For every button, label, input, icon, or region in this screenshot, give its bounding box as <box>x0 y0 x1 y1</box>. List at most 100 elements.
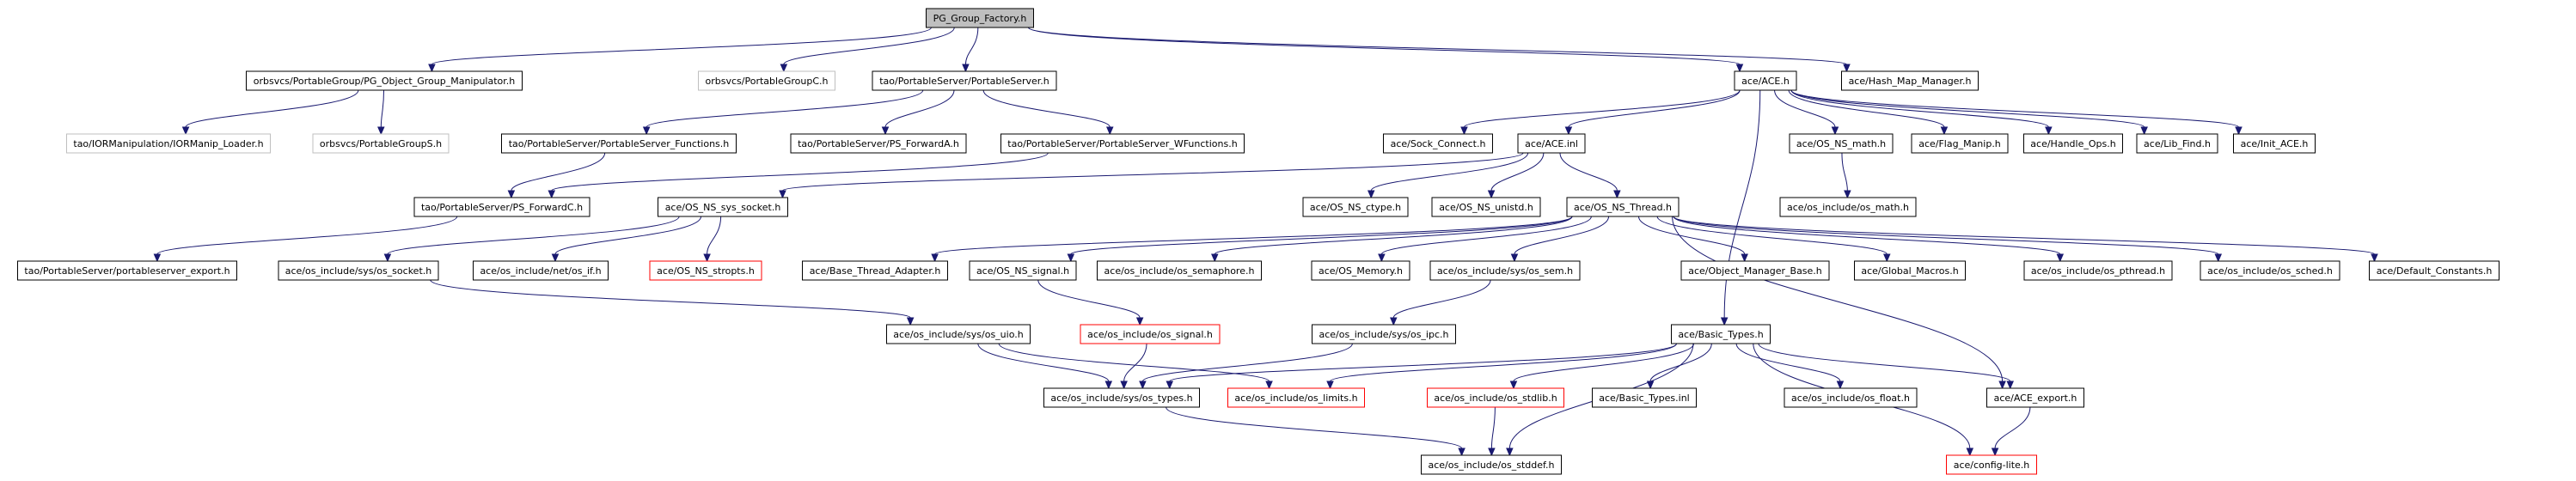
node-os-ns-ctype[interactable]: ace/OS_NS_ctype.h <box>1302 197 1409 217</box>
node-base-thread-adapter[interactable]: ace/Base_Thread_Adapter.h <box>802 260 948 281</box>
node-os-sched[interactable]: ace/os_include/os_sched.h <box>2200 260 2340 281</box>
node-sock-connect[interactable]: ace/Sock_Connect.h <box>1383 133 1493 154</box>
node-box <box>1429 260 1581 281</box>
node-sys-os-types[interactable]: ace/os_include/sys/os_types.h <box>1043 387 1200 408</box>
node-object-manager-base[interactable]: ace/Object_Manager_Base.h <box>1680 260 1830 281</box>
edge-portableserver-h-to-ps-forwarda <box>884 89 955 128</box>
node-label: ace/OS_NS_Thread.h <box>1574 202 1672 213</box>
edge-os-signal-to-sys-os-types <box>1123 343 1147 382</box>
node-basic-types-h[interactable]: ace/Basic_Types.h <box>1671 324 1771 344</box>
node-ace-inl[interactable]: ace/ACE.inl <box>1517 133 1586 154</box>
node-ace-h[interactable]: ace/ACE.h <box>1734 70 1797 91</box>
node-os-ns-math[interactable]: ace/OS_NS_math.h <box>1789 133 1894 154</box>
node-os-ns-stropts[interactable]: ace/OS_NS_stropts.h <box>649 260 762 281</box>
node-os-pthread[interactable]: ace/os_include/os_pthread.h <box>2023 260 2173 281</box>
node-ps-forwarda[interactable]: tao/PortableServer/PS_ForwardA.h <box>790 133 967 154</box>
node-os-ns-signal[interactable]: ace/OS_NS_signal.h <box>969 260 1077 281</box>
node-label: ace/os_include/os_signal.h <box>1087 329 1213 340</box>
edge-basic-types-h-to-os-limits <box>1330 343 1677 382</box>
node-sys-os-sem[interactable]: ace/os_include/sys/os_sem.h <box>1429 260 1581 281</box>
edge-os-ns-thread-to-default-constants <box>1673 216 2375 255</box>
node-pg-group-factory[interactable]: PG_Group_Factory.h <box>926 8 1034 28</box>
node-pg-object-group-manipulator[interactable]: orbsvcs/PortableGroup/PG_Object_Group_Ma… <box>246 70 523 91</box>
edge-arrowhead <box>1378 253 1386 263</box>
node-default-constants[interactable]: ace/Default_Constants.h <box>2369 260 2500 281</box>
edge-arrowhead <box>1509 381 1518 390</box>
edge-arrowhead <box>377 126 385 136</box>
edge-ace-inl-to-os-ns-sys-socket <box>782 152 1524 192</box>
node-handle-ops[interactable]: ace/Handle_Ops.h <box>2023 133 2123 154</box>
node-label: ace/os_include/sys/os_ipc.h <box>1319 329 1449 340</box>
node-portablegroupc[interactable]: orbsvcs/PortableGroupC.h <box>698 70 835 91</box>
node-portableserver-functions[interactable]: tao/PortableServer/PortableServer_Functi… <box>501 133 737 154</box>
node-box <box>886 324 1031 344</box>
node-flag-manip[interactable]: ace/Flag_Manip.h <box>1911 133 2009 154</box>
edge-portableserver-wfunctions-to-ps-forwardc <box>551 152 1049 192</box>
edge-os-ns-thread-to-os-ns-signal <box>1070 216 1573 255</box>
edge-arrowhead <box>1613 190 1621 199</box>
node-portableserver-wfunctions[interactable]: tao/PortableServer/PortableServer_WFunct… <box>1000 133 1245 154</box>
node-config-lite[interactable]: ace/config-lite.h <box>1946 454 2037 475</box>
edge-pg-object-group-manipulator-to-iormanip-loader <box>185 89 359 128</box>
node-os-memory[interactable]: ace/OS_Memory.h <box>1311 260 1410 281</box>
node-box <box>790 133 967 154</box>
node-portableserver-export[interactable]: tao/PortableServer/portableserver_export… <box>17 260 237 281</box>
node-os-semaphore[interactable]: ace/os_include/os_semaphore.h <box>1097 260 1262 281</box>
node-box <box>246 70 523 91</box>
node-os-float[interactable]: ace/os_include/os_float.h <box>1784 387 1918 408</box>
node-label: tao/PortableServer/PortableServer_WFunct… <box>1007 138 1237 149</box>
edge-arrowhead <box>1883 253 1891 263</box>
node-box <box>698 70 835 91</box>
node-box <box>969 260 1077 281</box>
node-hash-map-manager[interactable]: ace/Hash_Map_Manager.h <box>1841 70 1979 91</box>
edge-ace-export-to-config-lite <box>1994 406 2031 449</box>
node-label: ace/os_include/sys/os_socket.h <box>285 265 431 277</box>
node-os-limits[interactable]: ace/os_include/os_limits.h <box>1227 387 1365 408</box>
edge-arrowhead <box>1166 381 1174 390</box>
node-box <box>2369 260 2500 281</box>
node-global-macros[interactable]: ace/Global_Macros.h <box>1854 260 1966 281</box>
node-box <box>802 260 948 281</box>
node-os-signal[interactable]: ace/os_include/os_signal.h <box>1080 324 1221 344</box>
node-portableserver-h[interactable]: tao/PortableServer/PortableServer.h <box>872 70 1057 91</box>
edge-arrowhead <box>1735 64 1744 73</box>
node-basic-types-inl[interactable]: ace/Basic_Types.inl <box>1592 387 1697 408</box>
node-box <box>1080 324 1221 344</box>
node-ace-export[interactable]: ace/ACE_export.h <box>1986 387 2084 408</box>
node-sys-os-socket[interactable]: ace/os_include/sys/os_socket.h <box>278 260 439 281</box>
edge-arrowhead <box>906 317 915 326</box>
node-label: ace/os_include/os_sched.h <box>2207 265 2333 277</box>
edge-arrowhead <box>1367 190 1375 199</box>
node-os-ns-sys-socket[interactable]: ace/OS_NS_sys_socket.h <box>658 197 788 217</box>
node-iormanip-loader[interactable]: tao/IORManipulation/IORManip_Loader.h <box>66 133 271 154</box>
node-label: ace/os_include/os_stdlib.h <box>1434 393 1557 404</box>
edge-os-ns-math-to-os-math <box>1841 152 1848 192</box>
node-box <box>2200 260 2340 281</box>
edge-arrowhead <box>1390 317 1398 326</box>
node-os-ns-unistd[interactable]: ace/OS_NS_unistd.h <box>1431 197 1541 217</box>
node-init-ace[interactable]: ace/Init_ACE.h <box>2233 133 2316 154</box>
edge-arrowhead <box>1458 448 1465 457</box>
edge-arrowhead <box>881 126 890 136</box>
node-os-stddef[interactable]: ace/os_include/os_stddef.h <box>1421 454 1562 475</box>
node-os-ns-thread[interactable]: ace/OS_NS_Thread.h <box>1566 197 1680 217</box>
edge-sys-os-uio-to-os-limits <box>998 343 1270 382</box>
node-sys-os-ipc[interactable]: ace/os_include/sys/os_ipc.h <box>1312 324 1456 344</box>
node-os-stdlib[interactable]: ace/os_include/os_stdlib.h <box>1427 387 1564 408</box>
node-ps-forwardc[interactable]: tao/PortableServer/PS_ForwardC.h <box>413 197 590 217</box>
node-os-math[interactable]: ace/os_include/os_math.h <box>1779 197 1917 217</box>
node-label: ace/OS_NS_signal.h <box>976 265 1069 277</box>
edge-ace-h-to-os-ns-math <box>1774 89 1836 128</box>
node-label: tao/PortableServer/PortableServer.h <box>879 76 1049 87</box>
edge-arrowhead <box>1998 381 2006 390</box>
edge-basic-types-h-to-basic-types-inl <box>1649 343 1712 382</box>
edge-arrowhead <box>2056 253 2065 263</box>
node-lib-find[interactable]: ace/Lib_Find.h <box>2136 133 2218 154</box>
node-net-os-if[interactable]: ace/os_include/net/os_if.h <box>473 260 609 281</box>
node-label: ace/os_include/sys/os_sem.h <box>1437 265 1573 277</box>
node-portablegroups[interactable]: orbsvcs/PortableGroupS.h <box>312 133 450 154</box>
node-box <box>1566 197 1680 217</box>
node-sys-os-uio[interactable]: ace/os_include/sys/os_uio.h <box>886 324 1031 344</box>
edge-sys-os-sem-to-sys-os-ipc <box>1392 279 1491 319</box>
